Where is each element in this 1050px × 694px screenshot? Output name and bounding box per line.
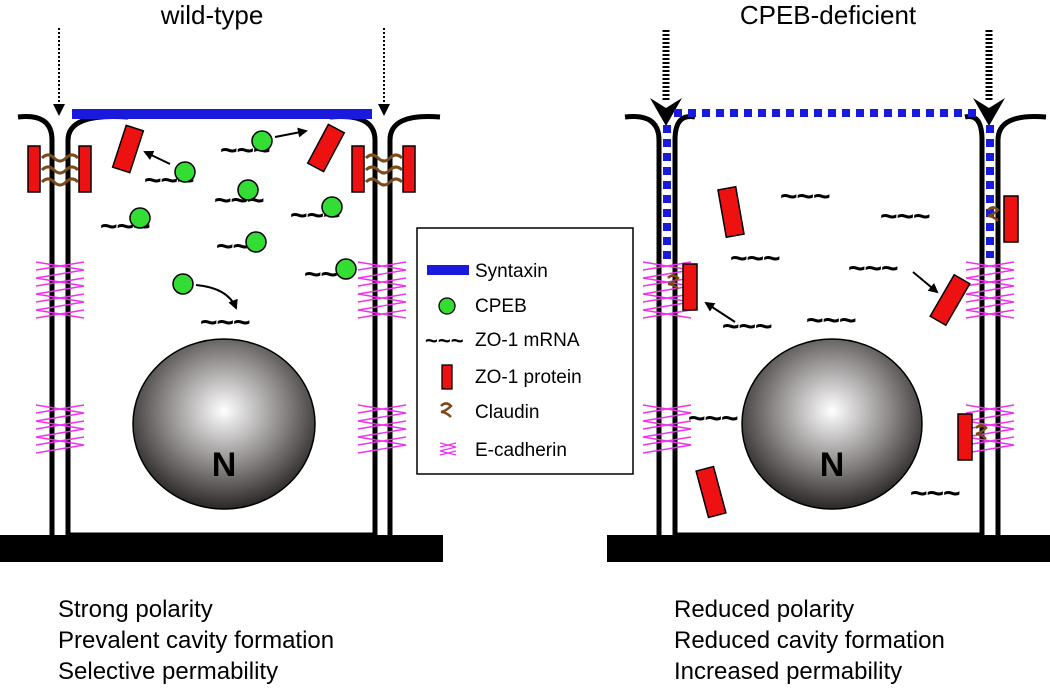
legend-label: CPEB [475,296,527,317]
nucleus [132,338,316,510]
basal-substrate [607,535,1050,562]
zo1-mrna: ~~~ [730,242,780,275]
zo1-protein [111,124,145,174]
legend-label: ZO-1 mRNA [475,330,580,351]
zo1-mrna: ~~~ [806,304,856,337]
mrna-cpeb-complex: ~~~ [214,179,265,217]
release-arrow [195,284,238,310]
wild-type-captions: Strong polarity Prevalent cavity formati… [58,594,334,687]
tight-junction [27,145,92,193]
zo1-protein-icon [441,364,453,390]
legend-label: Claudin [475,402,539,423]
cpeb-released [172,273,194,295]
caption-line: Reduced cavity formation [674,627,945,654]
zo1-mrna: ~~~ [848,252,898,285]
zo1-protein [695,465,727,519]
syntaxin-disrupted [663,109,994,262]
mrna-cpeb-complex: ~~~ [304,258,357,291]
cpeb-deficient-panel: CPEB-deficient [607,0,1050,562]
translocation-arrow [143,150,171,165]
cpeb-circle-icon [438,297,456,315]
legend: Syntaxin CPEB ~~~ ZO-1 mRNA ZO-1 protein… [416,227,634,475]
zo1-mrna: ~~~ [688,402,738,435]
nucleus [741,338,923,510]
e-cadherin-cluster [35,261,407,454]
syntaxin-bar-icon [427,265,469,275]
zo1-mrna: ~~~ [780,180,830,213]
caption-line: Strong polarity [58,596,213,623]
entry-arrow [378,28,390,116]
caption-line: Reduced polarity [674,596,855,623]
zo1-mrna: ~~~ [722,310,772,343]
nucleus-label: N [820,446,845,484]
mrna-cpeb-complex: ~~~ [220,130,273,167]
ecadherin-zigzag-icon [439,442,457,456]
mrna-cpeb-complex: ~~~ [100,207,151,243]
wild-type-panel: wild-type [0,0,443,562]
mrna-wave-icon: ~~~ [425,328,464,353]
translocation-arrow [274,127,308,138]
mrna-cpeb-complex: ~~~ [290,196,343,232]
translocation-arrow [912,271,939,294]
zo1-mrna: ~~~ [880,200,930,233]
mrna-cpeb-complex: ~~~ [144,161,196,197]
legend-label: ZO-1 protein [475,367,582,388]
zo1-mrna: ~~~ [910,477,960,510]
tight-junction [351,145,416,193]
basal-substrate [0,535,443,562]
legend-label: Syntaxin [475,261,548,282]
nucleus-label: N [212,446,237,484]
panel-title: wild-type [160,0,264,30]
mrna-cpeb-complex: ~~~ [216,230,267,263]
partial-junction [957,413,988,461]
translocation-arrow [704,301,736,323]
claudin-coil-icon [440,402,453,418]
zo1-protein [306,123,346,173]
partial-junction [987,195,1019,243]
zo1-protein [717,185,745,239]
legend-label: E-cadherin [475,440,567,461]
caption-line: Prevalent cavity formation [58,627,335,654]
caption-line: Selective permability [58,658,279,685]
cpeb-deficient-captions: Reduced polarity Reduced cavity formatio… [674,594,945,687]
panel-title: CPEB-deficient [740,0,917,30]
caption-line: Increased permability [674,658,903,685]
entry-arrow [973,30,1005,126]
zo1-mrna: ~~~ [200,306,250,339]
zo1-protein [929,273,971,327]
entry-arrow [650,30,682,126]
entry-arrow [53,28,65,116]
partial-junction [667,263,698,311]
